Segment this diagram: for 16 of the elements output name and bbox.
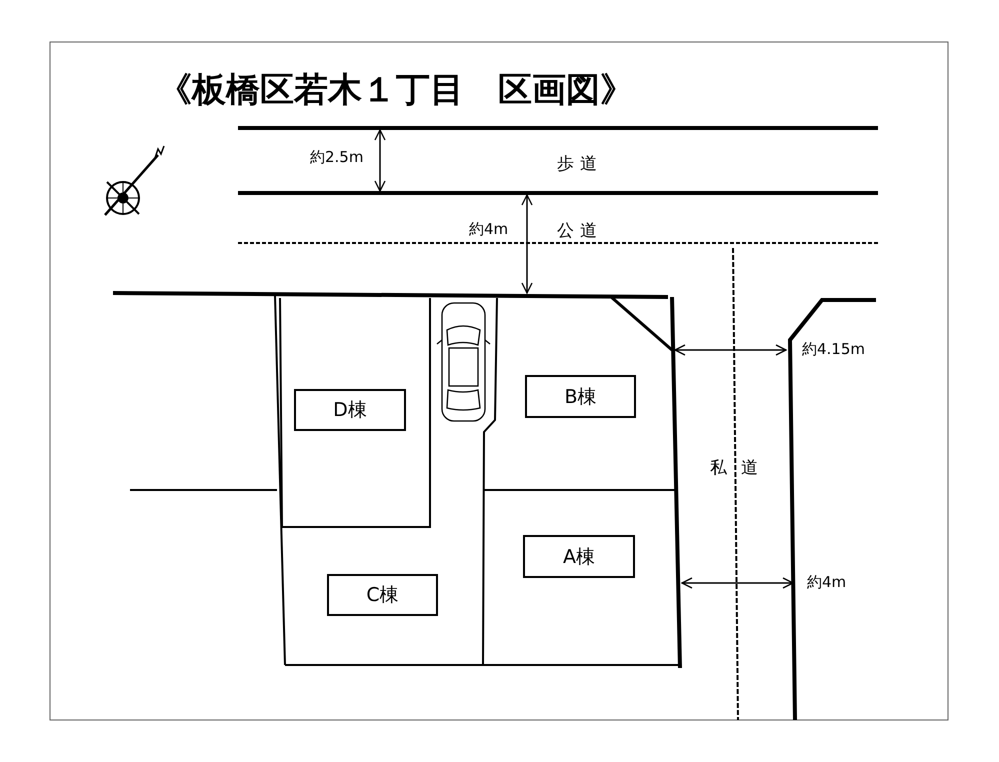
title: 《板橋区若木１丁目 区画図》 (158, 73, 634, 107)
dimension-label: 約2.5m (310, 150, 364, 165)
road-label: 私道 (710, 460, 772, 477)
building-label: A棟 (563, 544, 595, 570)
dimension-label: 約4.15m (802, 342, 866, 357)
building-box (523, 535, 635, 578)
dimension-label: 約4m (469, 222, 508, 237)
dimension-label: 約4m (807, 575, 846, 590)
building-label: D棟 (333, 398, 367, 423)
road-label: 公道 (557, 223, 603, 240)
building-label: C棟 (366, 583, 399, 608)
building-box (525, 375, 636, 418)
building-box (294, 389, 406, 431)
building-box (327, 574, 438, 616)
building-label: B棟 (564, 384, 597, 410)
road-label: 歩道 (557, 156, 603, 173)
